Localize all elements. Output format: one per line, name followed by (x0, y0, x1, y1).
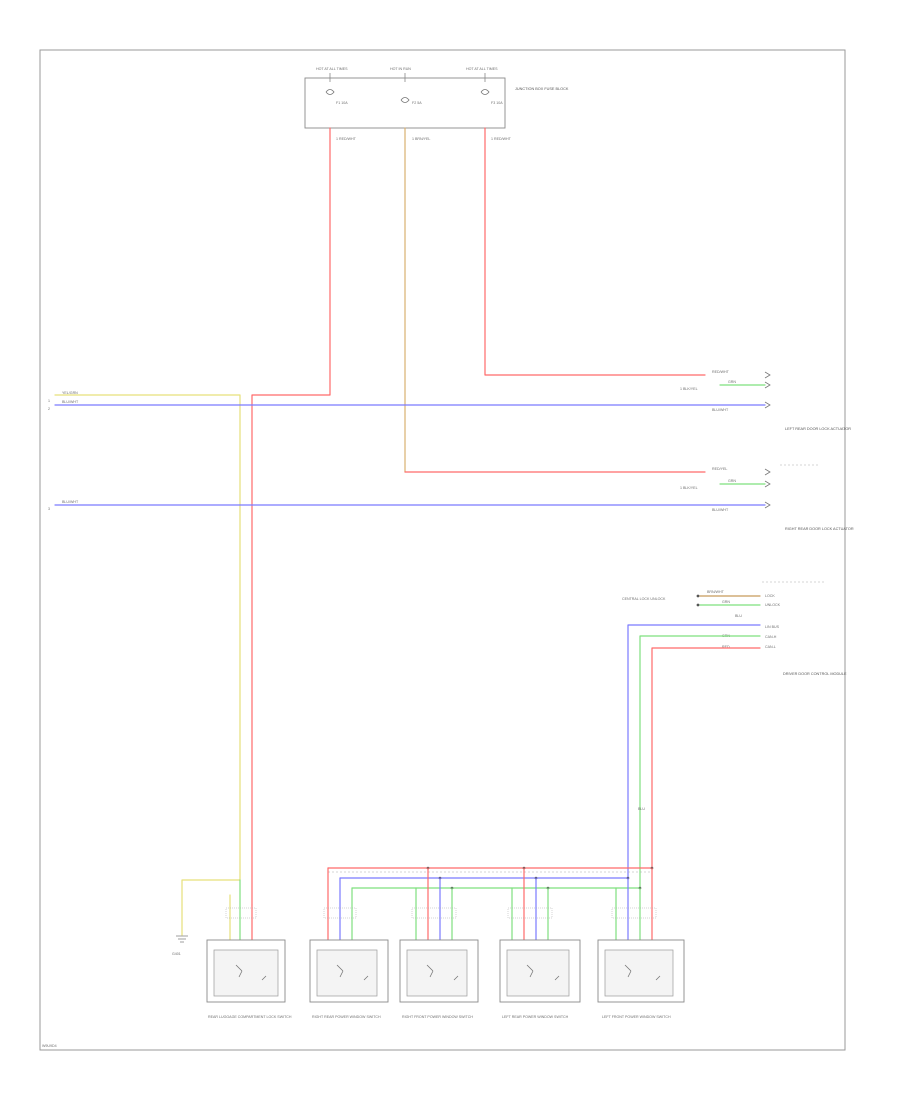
component-lr-window-switch: LEFT REAR POWER WINDOW SWITCH (499, 939, 581, 1019)
control-module-pin-5: RED (722, 645, 730, 649)
component-1-name: REAR LUGGAGE COMPARTMENT LOCK SWITCH (208, 1015, 292, 1019)
control-module-pin-name-4: CAN-H (765, 635, 777, 639)
fuse-2-label: F2 5A (412, 101, 422, 105)
switch-icon (336, 964, 369, 981)
connector-1-terminals (764, 371, 771, 409)
drop-connector-marks (225, 907, 657, 919)
control-module-pin-name-2: UNLOCK (765, 603, 781, 607)
fuse-3-wire-label: 1 RED/WHT (491, 137, 512, 141)
component-3-name: RIGHT FRONT POWER WINDOW SWITCH (402, 1015, 473, 1019)
fuse-3-icon (480, 89, 490, 95)
connector-1-pin-2: GRN (728, 380, 736, 384)
fuse-1-icon (325, 89, 335, 95)
switch-icon (426, 964, 459, 981)
component-5-name: LEFT FRONT POWER WINDOW SWITCH (602, 1015, 671, 1019)
left-wire-1-yellow (54, 394, 241, 906)
control-module-splice-dot-2 (696, 603, 700, 607)
switch-icon (235, 964, 267, 981)
wire-f3-red (484, 127, 706, 376)
connector-1-wire: BLU/WHT (712, 408, 729, 412)
component-rf-window-switch: RIGHT FRONT POWER WINDOW SWITCH (399, 939, 479, 1019)
left-wire-1-num: 1 (48, 399, 50, 403)
connector-2-wire: BLU/WHT (712, 508, 729, 512)
fuse-2-wire-label: 1 BRN/YEL (412, 137, 430, 141)
left-wire-1-label: YEL/GRN (62, 391, 78, 395)
connector-2-pin-2: GRN (728, 479, 736, 483)
component-rr-window-switch: RIGHT REAR POWER WINDOW SWITCH (309, 939, 389, 1019)
control-module-pin-name-5: CAN-L (765, 645, 776, 649)
fuse-3-label: F3 10A (491, 101, 503, 105)
bus-wire-red (651, 647, 761, 869)
control-module-pin-3: BLU (735, 614, 742, 618)
fuse-2-icon (400, 97, 410, 103)
connector-2-pin-1: RED/YEL (712, 467, 727, 471)
connector-1-pin-1: RED/WHT (712, 370, 730, 374)
connector-2-terminals (764, 468, 771, 509)
control-module-name: DRIVER DOOR CONTROL MODULE (783, 672, 847, 676)
control-module-pin-2: GRN (722, 600, 730, 604)
bus-wire-blue (627, 624, 761, 879)
component-2-name: RIGHT REAR POWER WINDOW SWITCH (312, 1015, 381, 1019)
bus-wire-green (639, 635, 761, 889)
fuse-1-label: F1 10A (336, 101, 348, 105)
ground-symbol: G401 (172, 935, 188, 956)
component-luggage-switch: REAR LUGGAGE COMPARTMENT LOCK SWITCH (206, 939, 292, 1019)
wire-f1-red (251, 127, 331, 906)
connector-right-rear: RED/YEL GRN 1 BLK/YEL BLU/WHT RIGHT REAR… (680, 467, 854, 531)
control-module-pin-name-1: LOCK (765, 594, 775, 598)
connector-1-sub: 1 BLK/YEL (680, 387, 698, 391)
fuse-1-wire-label: 1 RED/WHT (336, 137, 357, 141)
left-wire-3-num: 3 (48, 507, 50, 511)
fuse-block-name: JUNCTION BOX FUSE BLOCK (515, 87, 569, 91)
control-module-splice-dot (696, 594, 700, 598)
fuse-3-top-label: HOT AT ALL TIMES (466, 67, 498, 71)
left-wire-3-label: BLU/WHT (62, 500, 79, 504)
connector-1-name: LEFT REAR DOOR LOCK ACTUATOR (785, 427, 851, 431)
control-module-left-label: CENTRAL LOCK UNLOCK (622, 597, 666, 601)
connector-2-name: RIGHT REAR DOOR LOCK ACTUATOR (785, 527, 854, 531)
connector-2-sub: 1 BLK/YEL (680, 486, 698, 490)
fuse-block-box (304, 77, 506, 129)
left-wire-2-num: 2 (48, 407, 50, 411)
switch-icon (624, 964, 661, 981)
fuse-1-top-label: HOT AT ALL TIMES (316, 67, 348, 71)
control-module-pin-1: BRN/WHT (707, 590, 725, 594)
component-4-name: LEFT REAR POWER WINDOW SWITCH (502, 1015, 569, 1019)
control-module-connector: CENTRAL LOCK UNLOCK BRN/WHT GRN BLU GRN … (622, 581, 847, 676)
connector-left-rear: RED/WHT GRN 1 BLK/YEL BLU/WHT LEFT REAR … (680, 370, 851, 466)
component-lf-window-switch: LEFT FRONT POWER WINDOW SWITCH (597, 939, 685, 1019)
fuse-2-top-label: HOT IN RUN (390, 67, 411, 71)
ground-label: G401 (172, 952, 181, 956)
switch-icon (526, 964, 560, 981)
left-wire-2-label: BLU/WHT (62, 400, 79, 404)
control-module-pin-name-3: LIN BUS (765, 625, 780, 629)
diagram-frame (39, 49, 846, 1051)
diagram-footer-code: W9U9D4 (42, 1044, 57, 1048)
bus-wire-label: BLU (638, 807, 645, 811)
